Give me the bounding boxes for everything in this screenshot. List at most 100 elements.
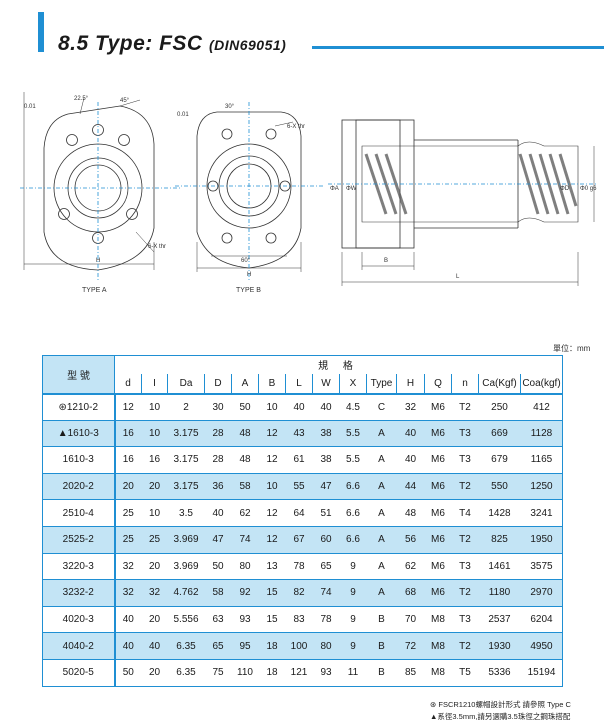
- column-header: Coa(kgf): [520, 373, 563, 395]
- column-header: Q: [424, 373, 452, 395]
- table-cell: 3.969: [167, 553, 205, 581]
- table-cell: 40: [114, 606, 142, 634]
- table-cell: 10: [141, 393, 168, 421]
- type-b-drawing: 0.01 30° 6-X thr 60° H: [175, 102, 325, 282]
- table-cell: 48: [231, 420, 259, 448]
- table-cell: 92: [231, 579, 259, 607]
- type-a-h-label: H: [96, 258, 100, 264]
- column-header: H: [396, 373, 425, 395]
- table-cell: 63: [204, 606, 232, 634]
- table-cell: 3575: [520, 553, 563, 581]
- table-cell: 110: [231, 659, 259, 687]
- table-cell: 5.556: [167, 606, 205, 634]
- column-header: D: [204, 373, 232, 395]
- table-cell: 5.5: [339, 420, 367, 448]
- table-cell: 18: [258, 659, 286, 687]
- model-header: 型 號: [42, 355, 115, 395]
- table-cell: 40: [114, 632, 142, 660]
- table-cell: 3.969: [167, 526, 205, 554]
- table-cell: 67: [285, 526, 313, 554]
- table-cell: A: [366, 499, 397, 527]
- model-cell: 3220-3: [42, 553, 116, 581]
- table-cell: 28: [204, 446, 232, 474]
- type-a-angle1-label: 22.5°: [74, 96, 89, 102]
- table-cell: 2537: [478, 606, 521, 634]
- table-cell: 5.5: [339, 446, 367, 474]
- table-cell: M8: [424, 606, 452, 634]
- type-b-angle1-label: 30°: [225, 104, 235, 110]
- table-cell: 40: [141, 632, 168, 660]
- table-cell: 10: [141, 499, 168, 527]
- model-cell: 2510-4: [42, 499, 116, 527]
- table-cell: 40: [396, 420, 425, 448]
- side-b-label: B: [384, 258, 388, 264]
- type-b-angle2-label: 60°: [241, 258, 251, 264]
- table-cell: T3: [451, 606, 479, 634]
- table-cell: 44: [396, 473, 425, 501]
- table-cell: 25: [114, 526, 142, 554]
- table-cell: 48: [396, 499, 425, 527]
- table-cell: A: [366, 526, 397, 554]
- table-cell: A: [366, 579, 397, 607]
- table-cell: 32: [114, 579, 142, 607]
- table-cell: A: [366, 420, 397, 448]
- table-cell: 6204: [520, 606, 563, 634]
- table-cell: 13: [258, 553, 286, 581]
- header-rule: [312, 46, 604, 49]
- table-cell: 48: [231, 446, 259, 474]
- table-cell: 61: [285, 446, 313, 474]
- table-cell: 3.175: [167, 473, 205, 501]
- table-cell: 85: [396, 659, 425, 687]
- model-cell: ▲1610-3: [42, 420, 116, 448]
- table-cell: 74: [231, 526, 259, 554]
- table-cell: 56: [396, 526, 425, 554]
- table-cell: 3.175: [167, 446, 205, 474]
- table-cell: 32: [114, 553, 142, 581]
- table-cell: 78: [285, 553, 313, 581]
- table-cell: 9: [339, 579, 367, 607]
- type-a-holes-label: 6-X thr: [148, 244, 166, 250]
- type-a-angle2-label: 45°: [120, 98, 130, 104]
- table-cell: 75: [204, 659, 232, 687]
- table-cell: 82: [285, 579, 313, 607]
- table-cell: 20: [141, 606, 168, 634]
- table-cell: 93: [231, 606, 259, 634]
- table-cell: T3: [451, 420, 479, 448]
- type-a-drawing: 0.01 22.5° 45° 6-X thr H: [20, 92, 180, 282]
- model-cell: 1610-3: [42, 446, 116, 474]
- table-cell: 3241: [520, 499, 563, 527]
- column-header: A: [231, 373, 259, 395]
- table-cell: 6.6: [339, 499, 367, 527]
- table-cell: 679: [478, 446, 521, 474]
- table-cell: 60: [312, 526, 340, 554]
- table-cell: 65: [312, 553, 340, 581]
- table-cell: 15: [258, 579, 286, 607]
- column-header: X: [339, 373, 367, 395]
- side-dd-label: ΦD: [560, 186, 570, 192]
- table-cell: 70: [396, 606, 425, 634]
- table-cell: 1950: [520, 526, 563, 554]
- type-b-caption: TYPE B: [236, 287, 261, 294]
- table-cell: 74: [312, 579, 340, 607]
- table-cell: 18: [258, 632, 286, 660]
- type-a-caption: TYPE A: [82, 287, 107, 294]
- table-cell: 6.35: [167, 632, 205, 660]
- column-header: d: [114, 373, 142, 395]
- table-cell: 68: [396, 579, 425, 607]
- table-cell: 93: [312, 659, 340, 687]
- table-cell: 3.5: [167, 499, 205, 527]
- table-cell: 12: [258, 526, 286, 554]
- table-cell: 40: [204, 499, 232, 527]
- table-cell: 62: [231, 499, 259, 527]
- table-cell: 11: [339, 659, 367, 687]
- table-cell: 4950: [520, 632, 563, 660]
- table-cell: M6: [424, 526, 452, 554]
- table-cell: 6.6: [339, 526, 367, 554]
